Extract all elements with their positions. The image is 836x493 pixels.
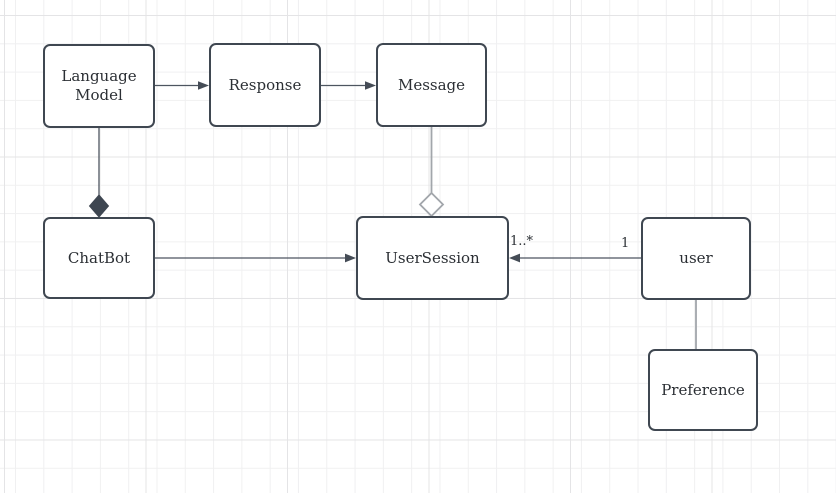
- node-label: Message: [397, 75, 466, 94]
- composition-diamond-icon[interactable]: [88, 194, 110, 218]
- arrowhead-icon[interactable]: [198, 81, 209, 90]
- arrowhead-icon[interactable]: [509, 253, 520, 263]
- class-node-message[interactable]: Message: [376, 43, 487, 127]
- class-node-user[interactable]: user: [641, 217, 751, 300]
- node-label: user: [679, 249, 713, 268]
- node-label: UserSession: [385, 248, 480, 267]
- node-label: Preference: [661, 380, 745, 399]
- multiplicity-label-user[interactable]: 1: [621, 236, 630, 251]
- class-node-preference[interactable]: Preference: [648, 349, 758, 431]
- class-node-usersession[interactable]: UserSession: [356, 216, 509, 300]
- multiplicity-label-usersession[interactable]: 1..*: [510, 234, 534, 249]
- class-node-response[interactable]: Response: [209, 43, 321, 127]
- class-node-language-model[interactable]: Language Model: [43, 44, 155, 128]
- arrowhead-icon[interactable]: [345, 253, 356, 263]
- aggregation-diamond-icon[interactable]: [418, 191, 445, 218]
- node-label: ChatBot: [67, 248, 131, 267]
- class-node-chatbot[interactable]: ChatBot: [43, 217, 155, 299]
- node-label: Response: [228, 75, 302, 94]
- arrowhead-icon[interactable]: [365, 81, 376, 90]
- node-label: Language Model: [61, 67, 137, 104]
